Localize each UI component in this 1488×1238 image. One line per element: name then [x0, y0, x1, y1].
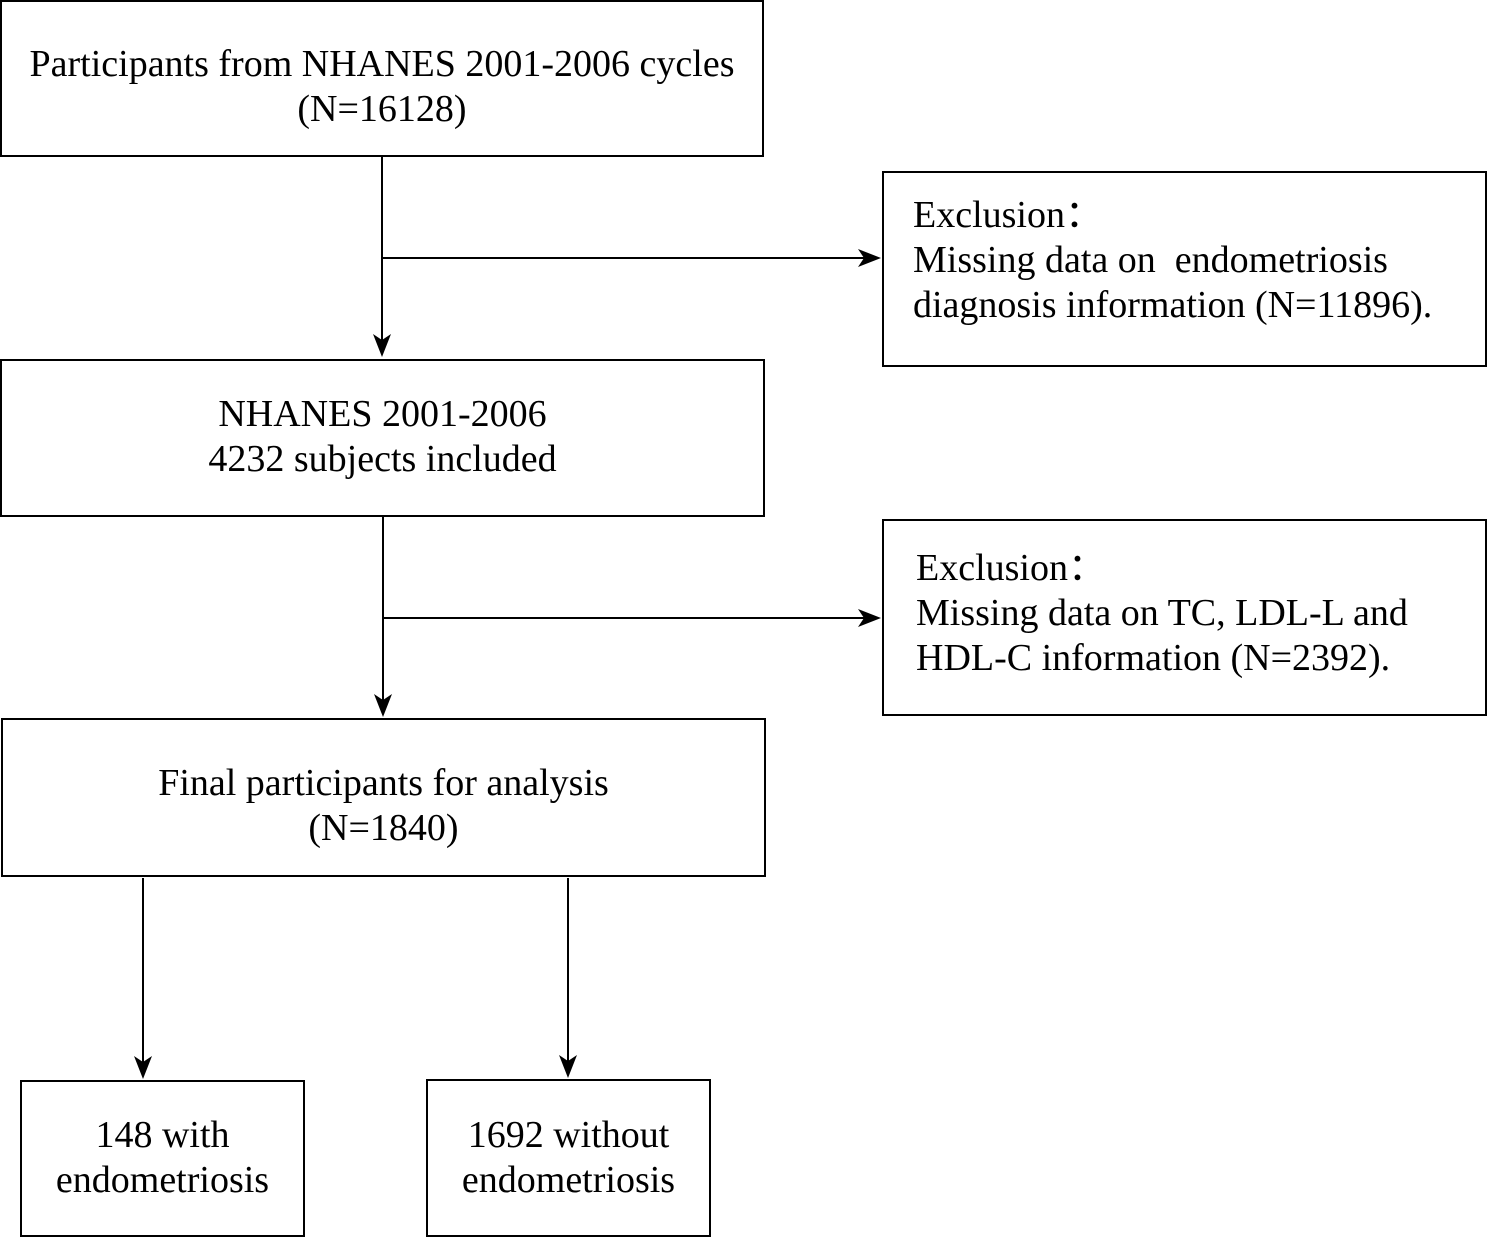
arrow-head — [374, 694, 392, 717]
node-participants: Participants from NHANES 2001-2006 cycle… — [0, 0, 764, 157]
node-line: endometriosis — [461, 1159, 676, 1201]
node-text: 148 with endometriosis — [22, 1113, 303, 1203]
node-line: diagnosis information (N=11896). — [913, 284, 1433, 326]
node-line: Final participants for analysis — [158, 762, 609, 804]
node-text: Exclusion： Missing data on endometriosis… — [913, 193, 1432, 328]
node-line: 4232 subjects included — [208, 438, 557, 480]
arrow-head — [373, 334, 391, 357]
arrow-head — [134, 1056, 152, 1079]
node-line: NHANES 2001-2006 — [218, 393, 547, 435]
arrow-participants-to-included — [373, 157, 391, 357]
arrow-final-to-with-endometriosis — [134, 878, 152, 1079]
arrow-to-exclusion-2 — [383, 609, 881, 627]
arrow-to-exclusion-1 — [382, 249, 881, 267]
node-included: NHANES 2001-2006 4232 subjects included — [0, 359, 765, 517]
node-line: (N=1840) — [308, 807, 459, 849]
node-line: 148 with — [95, 1114, 230, 1156]
node-text: Exclusion： Missing data on TC, LDL-L and… — [916, 546, 1408, 681]
node-line: Participants from NHANES 2001-2006 cycle… — [29, 43, 735, 85]
node-exclusion-2: Exclusion： Missing data on TC, LDL-L and… — [882, 519, 1487, 716]
node-with-endometriosis: 148 with endometriosis — [20, 1080, 305, 1237]
arrow-included-to-final — [374, 516, 392, 717]
node-final: Final participants for analysis (N=1840) — [1, 718, 766, 877]
node-without-endometriosis: 1692 without endometriosis — [426, 1079, 711, 1237]
node-line: Exclusion： — [916, 547, 1106, 589]
node-exclusion-1: Exclusion： Missing data on endometriosis… — [882, 171, 1487, 367]
arrow-head — [559, 1055, 577, 1078]
arrow-head — [858, 249, 881, 267]
node-line: Exclusion： — [913, 194, 1103, 236]
node-line: 1692 without — [467, 1114, 670, 1156]
node-text: 1692 without endometriosis — [428, 1113, 709, 1203]
node-text: Participants from NHANES 2001-2006 cycle… — [2, 42, 762, 132]
arrow-final-to-without-endometriosis — [559, 878, 577, 1078]
node-line: HDL-C information (N=2392). — [916, 637, 1391, 679]
node-line: endometriosis — [55, 1159, 270, 1201]
node-line: Missing data on TC, LDL-L and — [916, 592, 1408, 634]
node-line: (N=16128) — [297, 88, 467, 130]
arrow-head — [858, 609, 881, 627]
node-text: NHANES 2001-2006 4232 subjects included — [2, 392, 763, 482]
node-text: Final participants for analysis (N=1840) — [3, 761, 764, 851]
node-line: Missing data on endometriosis — [913, 239, 1388, 281]
